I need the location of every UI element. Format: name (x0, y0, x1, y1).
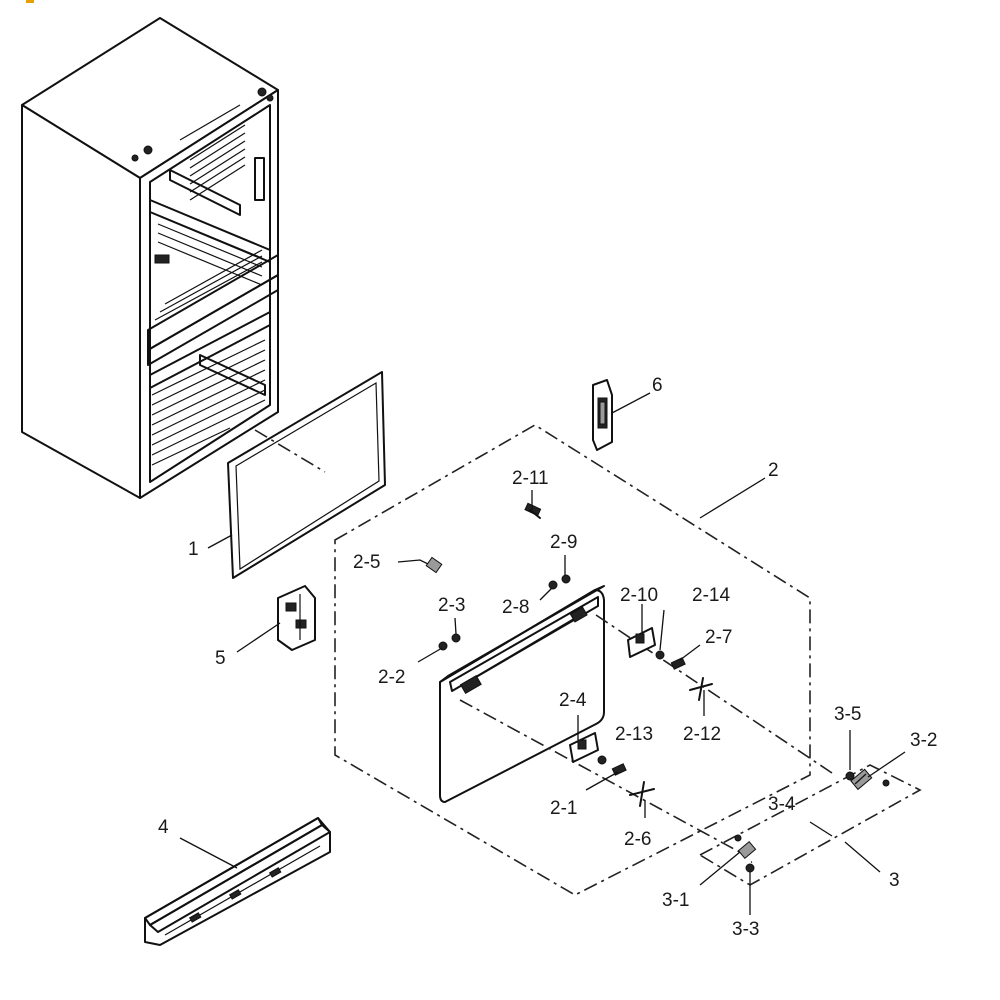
drawer-door-panel (439, 585, 605, 803)
callout-2-11: 2-11 (512, 468, 549, 489)
door-top-trim (449, 596, 599, 692)
callout-3-4: 3-4 (768, 794, 796, 815)
refrigerator-cabinet (21, 17, 279, 499)
callout-3-1: 3-1 (662, 890, 689, 911)
clip-part-2-6 (629, 781, 655, 807)
door-assembly-boundary (334, 424, 811, 896)
callout-2-5: 2-5 (353, 552, 380, 573)
cap-part-3-1 (737, 840, 757, 860)
callout-2-12: 2-12 (683, 724, 721, 745)
clip-part-2-12 (689, 677, 713, 701)
callout-2-14: 2-14 (692, 585, 730, 606)
callout-2-9: 2-9 (550, 532, 577, 553)
callout-6: 6 (652, 375, 663, 396)
callout-2-6: 2-6 (624, 829, 651, 850)
drawer-bin-part-4 (144, 817, 331, 946)
callout-2-1: 2-1 (550, 798, 577, 819)
screw-part-2-1 (611, 763, 627, 776)
screw-part-2-7 (670, 657, 686, 670)
screw-part-2-11 (524, 502, 542, 519)
screw-part-3-5 (845, 771, 855, 781)
callout-2-3: 2-3 (438, 595, 465, 616)
nut-part-2-13 (597, 755, 607, 765)
lower-shelf-hatching (149, 311, 271, 466)
bin-front-hatching (164, 845, 321, 936)
callout-2-4: 2-4 (559, 690, 587, 711)
gasket-alignment-line (254, 429, 326, 473)
nut-part-2-3 (451, 633, 461, 643)
callout-3: 3 (889, 870, 900, 891)
callout-2-13: 2-13 (615, 724, 653, 745)
callout-3-5: 3-5 (834, 704, 861, 725)
nut-part-2-8 (548, 580, 558, 590)
callout-5: 5 (215, 648, 226, 669)
callout-1: 1 (188, 539, 199, 560)
callout-2-8: 2-8 (502, 597, 529, 618)
callout-2-7: 2-7 (705, 627, 732, 648)
hinge-bracket-part-5 (277, 585, 316, 651)
callout-2-2: 2-2 (378, 667, 405, 688)
upper-shelf-hatching (189, 124, 246, 201)
handle-assembly-boundary (698, 764, 922, 886)
callout-4: 4 (158, 817, 169, 838)
drawer-rail-hatching (154, 249, 263, 321)
left-rail-alignment (459, 699, 746, 856)
leader-lines (179, 392, 906, 915)
cap-part-3-2 (850, 768, 873, 791)
screw-part-2-5 (397, 556, 443, 574)
screw-part-3-3 (745, 863, 755, 873)
callout-3-3: 3-3 (732, 919, 759, 940)
nut-part-2-9 (561, 574, 571, 584)
bracket-part-6 (592, 379, 613, 451)
rail-bracket-part-2-4 (569, 732, 599, 763)
nut-part-2-14 (655, 650, 665, 660)
corner-accent-mark (26, 0, 34, 3)
door-gasket-part-1 (227, 371, 386, 579)
callout-2-10: 2-10 (620, 585, 658, 606)
callout-2: 2 (768, 460, 779, 481)
callout-3-2: 3-2 (910, 730, 937, 751)
rail-bracket-part-2-10 (627, 627, 656, 658)
